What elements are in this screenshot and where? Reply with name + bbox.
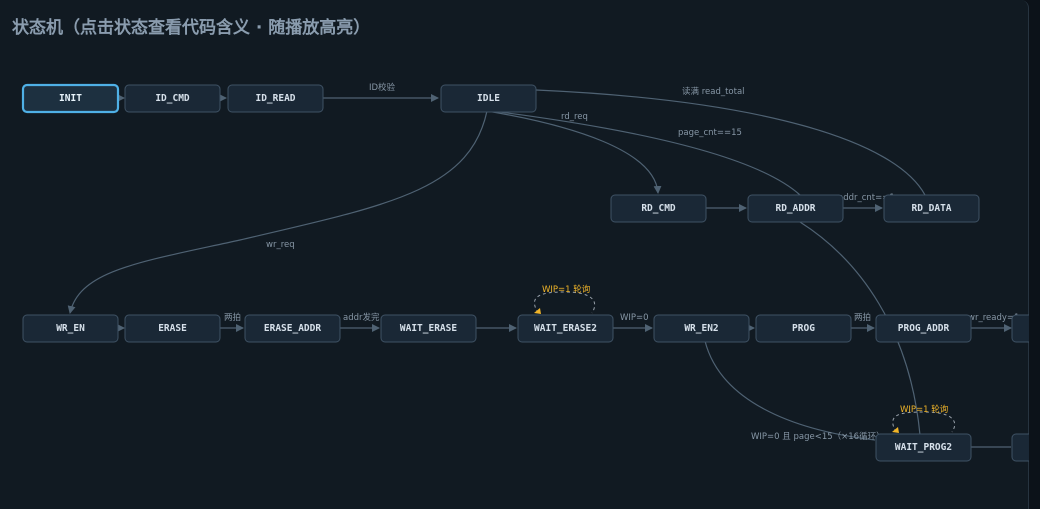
state-rd-cmd-label: RD_CMD [641,203,676,214]
state-wait-erase2-label: WAIT_ERASE2 [534,323,597,334]
label-addr-done: addr发完 [343,312,380,323]
state-id-cmd-label: ID_CMD [155,93,190,104]
label-rd-req: rd_req [561,112,588,122]
state-erase-addr[interactable]: ERASE_ADDR [244,314,341,343]
edge-wren2-waitprog2 [704,340,876,441]
loop-wait-erase2-arrow [534,308,541,314]
label-wip1-erase: WIP=1 轮询 [542,284,590,295]
state-wr-en2[interactable]: WR_EN2 [653,314,750,343]
label-wip1-prog: WIP=1 轮询 [900,404,948,415]
edge-idle-wren [67,110,488,314]
label-addr-cnt: addr_cnt==1 [838,193,895,203]
state-offscreen-2[interactable] [1011,433,1029,462]
state-wait-prog2-label: WAIT_PROG2 [895,442,952,453]
loop-wait-erase2 [533,291,596,314]
state-idle-label: IDLE [477,93,500,104]
state-wait-erase2[interactable]: WAIT_ERASE2 [517,314,614,343]
label-wip0: WIP=0 [620,313,649,323]
label-id-check: ID校验 [369,82,396,93]
state-init[interactable]: INIT [21,83,120,114]
loop-wait-prog2 [892,411,956,433]
edges [67,89,1012,448]
state-nodes: INIT ID_CMD ID_READ IDLE RD_CMD RD_ADDR [21,83,1029,462]
edge-rdaddr-idle [499,111,801,196]
label-prog-beat: 两拍 [854,312,871,323]
state-rd-addr-label: RD_ADDR [775,203,815,214]
state-idle[interactable]: IDLE [440,84,537,113]
state-prog-addr-label: PROG_ADDR [898,323,950,334]
state-rd-data-label: RD_DATA [911,203,951,214]
state-offscreen-1[interactable] [1011,314,1029,343]
state-erase[interactable]: ERASE [124,314,221,343]
state-wr-en[interactable]: WR_EN [22,314,119,343]
state-wr-en2-label: WR_EN2 [684,323,718,334]
edge-labels: ID校验 读满 read_total rd_req page_cnt==15 a… [224,82,1019,442]
state-rd-addr[interactable]: RD_ADDR [747,194,844,223]
state-prog[interactable]: PROG [755,314,852,343]
state-wait-prog2[interactable]: WAIT_PROG2 [875,433,972,462]
state-wr-en-label: WR_EN [56,323,85,334]
label-erase-beat: 两拍 [224,312,241,323]
state-erase-addr-label: ERASE_ADDR [264,323,321,334]
state-rd-cmd[interactable]: RD_CMD [610,194,707,223]
state-prog-label: PROG [792,323,815,334]
state-id-read[interactable]: ID_READ [227,84,324,113]
label-page-cnt: page_cnt==15 [678,128,742,138]
label-wr-req: wr_req [266,240,295,250]
state-init-label: INIT [59,93,82,104]
panel-title: 状态机（点击状态查看代码含义 · 随播放高亮） [12,18,371,38]
edge-rdaddr-waitprog2 [799,221,921,436]
label-wr-ready: wr_ready=1 [968,313,1019,323]
state-id-cmd[interactable]: ID_CMD [124,84,221,113]
loop-wait-prog2-arrow [892,427,899,433]
label-wip0-page: WIP=0 且 page<15（×16循环） [751,431,885,442]
state-rd-data[interactable]: RD_DATA [883,194,980,223]
state-wait-erase-label: WAIT_ERASE [400,323,457,334]
edge-idle-rdcmd [486,110,662,194]
state-wait-erase[interactable]: WAIT_ERASE [380,314,477,343]
state-id-read-label: ID_READ [255,93,295,104]
label-read-total: 读满 read_total [682,86,745,97]
state-erase-label: ERASE [158,323,187,334]
state-prog-addr[interactable]: PROG_ADDR [875,314,972,343]
edge-rddata-idle [535,89,926,196]
